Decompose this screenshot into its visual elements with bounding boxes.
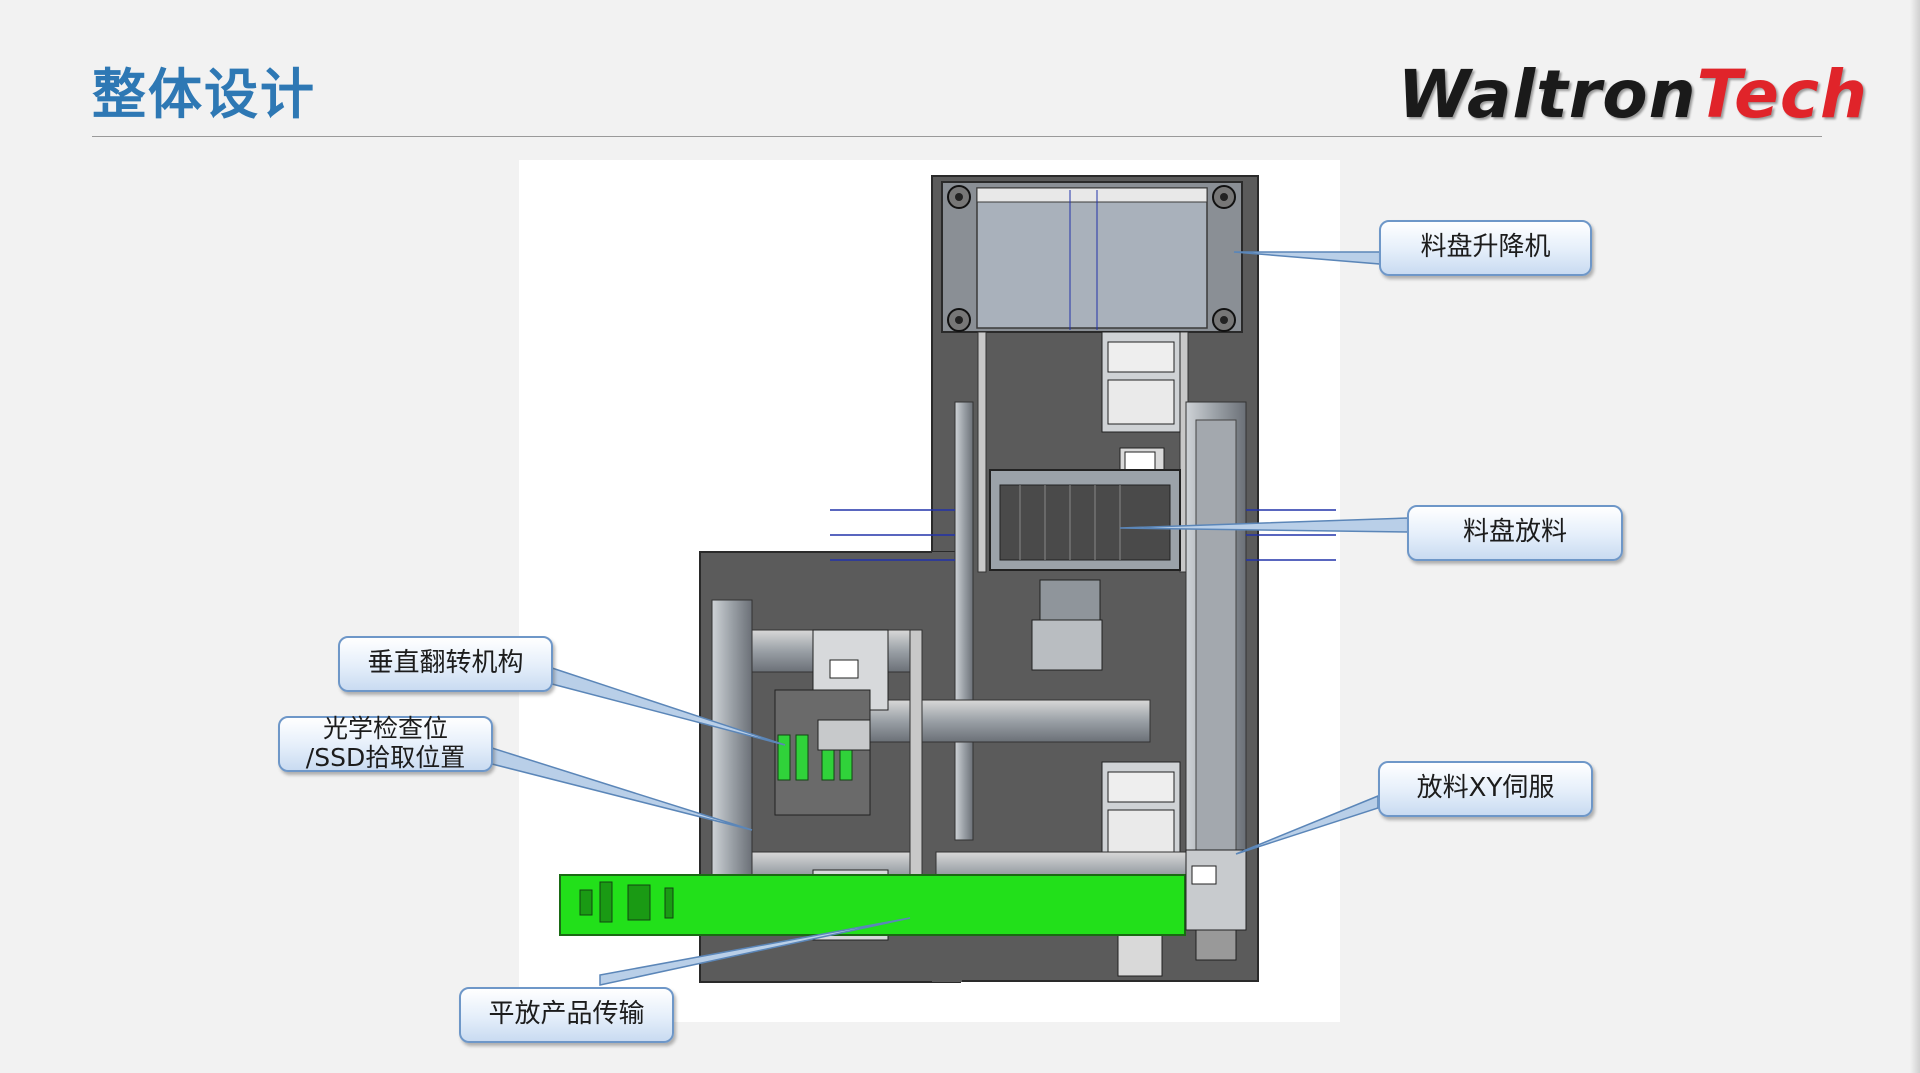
- callout-vertical-flip: 垂直翻转机构: [338, 636, 553, 692]
- page-title: 整体设计: [92, 63, 316, 126]
- logo-text-waltron: Waltron: [1397, 56, 1697, 133]
- slide-edge-shadow: [1910, 0, 1920, 1073]
- tray-unload-frame: [830, 469, 1336, 671]
- callout-tray-elevator: 料盘升降机: [1379, 220, 1592, 276]
- logo-text-tech: Tech: [1696, 56, 1868, 133]
- callout-leaders: [491, 251, 1409, 986]
- callout-tray-unload: 料盘放料: [1407, 505, 1623, 561]
- title-divider: [92, 136, 1822, 137]
- company-logo: WaltronTech: [1398, 56, 1868, 133]
- callout-optical-inspection: 光学检查位 /SSD拾取位置: [278, 714, 493, 772]
- tray-elevator: [941, 181, 1243, 573]
- callout-flat-conveyor: 平放产品传输: [459, 987, 674, 1043]
- xy-servo-block: [1185, 849, 1247, 961]
- callout-unload-xy-servo: 放料XY伺服: [1378, 761, 1593, 817]
